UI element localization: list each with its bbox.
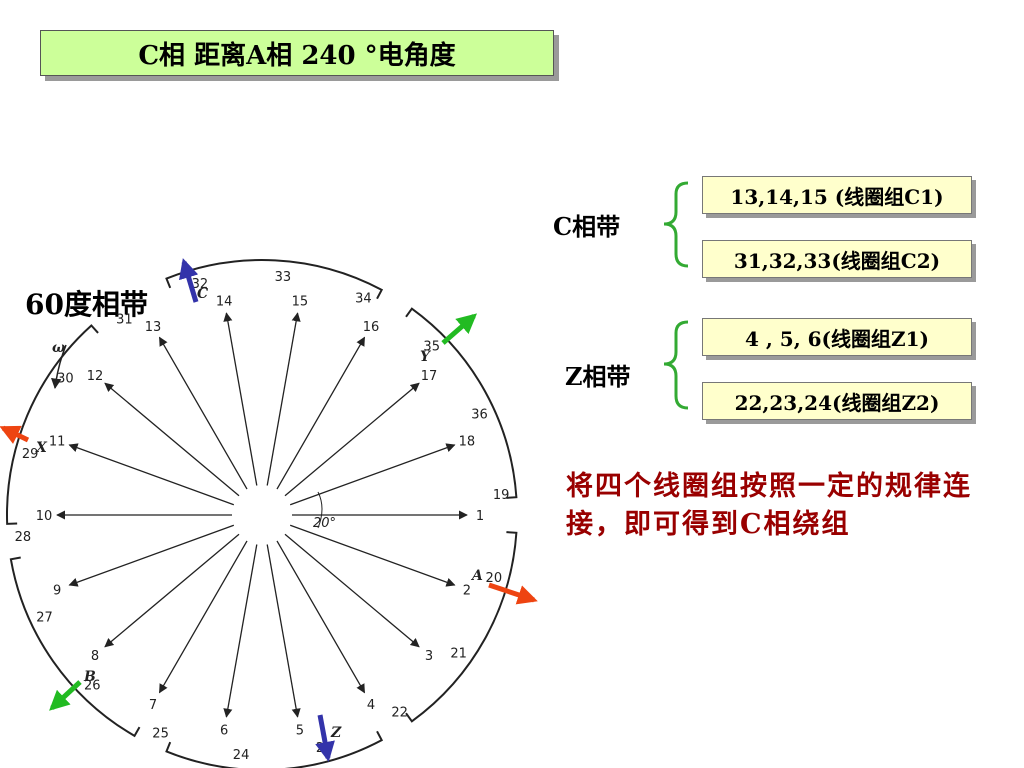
phasor-arrow-14	[223, 312, 258, 486]
slot-number-22: 22	[391, 706, 408, 721]
phase-label-y: Y	[420, 349, 432, 365]
slot-number-2: 2	[463, 584, 471, 599]
slot-number-27: 27	[36, 610, 53, 625]
phasor-arrow-17	[284, 382, 420, 497]
slot-number-8: 8	[91, 649, 99, 664]
phasor-arrow-16	[276, 336, 366, 490]
phasor-arrow-6	[223, 544, 258, 718]
phase-arrow-x	[0, 425, 30, 444]
phase-band-arc-5	[9, 556, 141, 738]
slot-number-30: 30	[57, 371, 74, 386]
slot-number-21: 21	[450, 647, 467, 662]
band-label: 60度相带	[25, 288, 148, 321]
c-band-brace	[663, 181, 689, 268]
phase-label-c: C	[197, 286, 208, 302]
slot-number-16: 16	[363, 320, 380, 335]
note-text: 将四个线圈组按照一定的规律连接，即可得到C相绕组	[566, 471, 972, 540]
phase-label-a: A	[470, 568, 483, 584]
phase-band-arcs	[6, 259, 518, 768]
angle-arc	[317, 491, 323, 529]
slot-number-31: 31	[116, 312, 133, 327]
phasor-arrow-4	[276, 540, 366, 694]
slot-number-17: 17	[421, 369, 438, 384]
phase-label-z: Z	[330, 725, 342, 741]
slot-number-4: 4	[367, 698, 375, 713]
slot-number-1: 1	[476, 509, 484, 524]
phasor-arrow-12	[104, 382, 240, 497]
slot-number-18: 18	[459, 434, 476, 449]
coil-group-z1: 4 , 5, 6(线圈组Z1)	[702, 318, 972, 356]
slot-number-35: 35	[423, 339, 440, 354]
slot-number-10: 10	[36, 509, 53, 524]
slot-number-6: 6	[220, 724, 228, 739]
slot-number-26: 26	[84, 679, 101, 694]
phase-arrow-b	[49, 680, 82, 711]
slot-number-14: 14	[216, 294, 233, 309]
page-title: C相 距离A相 240 °电角度	[40, 30, 554, 76]
z-band-label: Z相带	[565, 362, 631, 391]
phase-label-b: B	[83, 669, 96, 685]
slot-number-28: 28	[15, 530, 32, 545]
slot-number-9: 9	[53, 584, 61, 599]
coil-group-z2: 22,23,24(线圈组Z2)	[702, 382, 972, 420]
phase-arrow-a	[488, 582, 538, 605]
phasor-arrow-13	[158, 336, 248, 490]
phasor-arrow-15	[266, 312, 301, 486]
phasor-arrow-5	[266, 544, 301, 718]
phase-band-arc-4	[165, 730, 384, 768]
phase-arrow-y	[441, 313, 478, 345]
slot-number-20: 20	[486, 571, 503, 586]
phase-band-arc-3	[405, 531, 518, 723]
coil-group-c2: 31,32,33(线圈组C2)	[702, 240, 972, 278]
phasor-arrow-2	[289, 524, 456, 587]
rotation-arrow	[51, 344, 67, 390]
slot-number-3: 3	[425, 649, 433, 664]
phasor-arrow-9	[68, 524, 235, 587]
omega-label: ω	[52, 340, 66, 356]
slot-number-5: 5	[296, 724, 304, 739]
c-band-label: C相带	[553, 212, 621, 241]
slot-number-33: 33	[275, 270, 292, 285]
slot-number-11: 11	[49, 434, 66, 449]
phasor-arrow-18	[289, 443, 456, 506]
coil-group-c1: 13,14,15 (线圈组C1)	[702, 176, 972, 214]
phase-arrow-z	[315, 714, 335, 762]
phasor-arrow-3	[284, 533, 420, 648]
slot-number-13: 13	[145, 320, 162, 335]
z-band-brace	[663, 320, 689, 410]
slot-number-34: 34	[355, 291, 372, 306]
slot-number-12: 12	[87, 369, 104, 384]
slot-number-29: 29	[22, 447, 39, 462]
slot-number-32: 32	[192, 277, 209, 292]
phasor-arrow-7	[158, 540, 248, 694]
phase-band-arc-6	[6, 324, 99, 525]
slot-number-24: 24	[233, 748, 250, 763]
slot-number-19: 19	[493, 488, 510, 503]
slot-number-labels: 1192203214225236247258269271028112912301…	[15, 270, 510, 763]
slot-number-7: 7	[149, 698, 157, 713]
angle-label: 20°	[313, 516, 336, 531]
phase-band-arc-2	[405, 307, 518, 499]
phase-arrow-c	[179, 258, 199, 303]
phasor-arrow-8	[104, 533, 240, 648]
slot-number-15: 15	[292, 294, 309, 309]
slot-phasor-arrows	[56, 312, 468, 718]
phasor-arrow-11	[68, 443, 235, 506]
slot-number-36: 36	[471, 408, 488, 423]
phase-label-x: X	[35, 440, 48, 456]
slot-number-25: 25	[152, 727, 169, 742]
